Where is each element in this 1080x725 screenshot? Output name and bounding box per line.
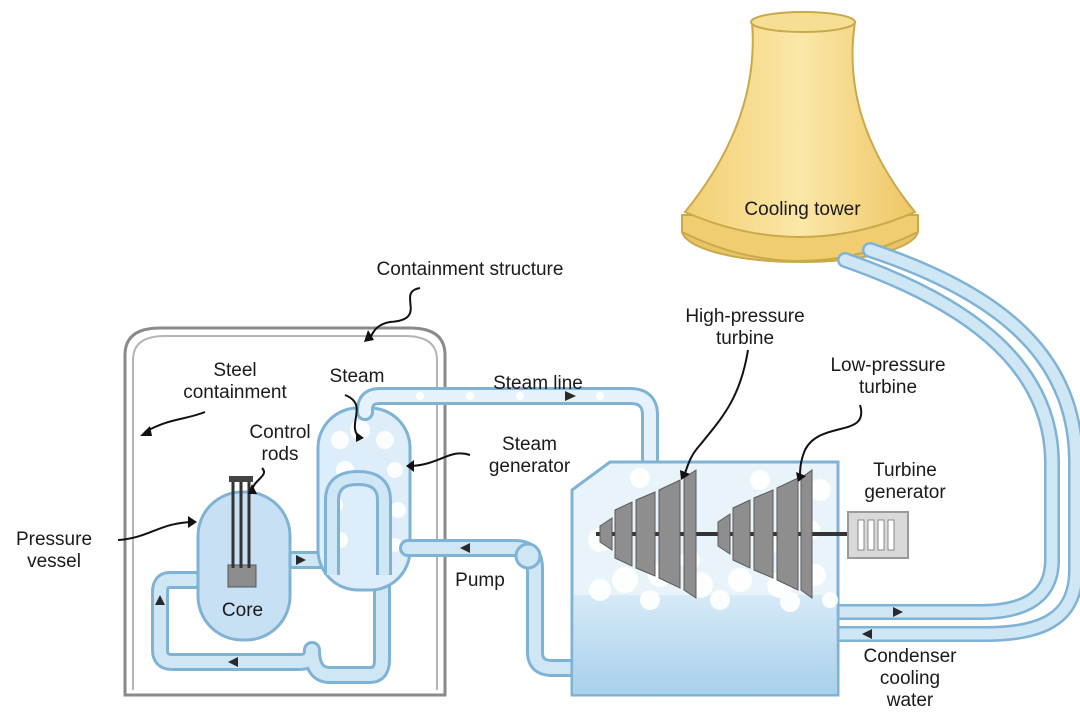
low-pressure-turbine — [717, 469, 813, 599]
pressure-vessel-label: Pressure vessel — [15, 529, 93, 572]
control-rods — [229, 476, 253, 568]
containment-leader — [369, 287, 421, 339]
cooling-tower — [681, 11, 919, 263]
steam-line-arrow — [565, 391, 576, 401]
cooling-tower-label: Cooling tower — [744, 199, 861, 220]
cooling-water-pipes — [737, 242, 1080, 642]
high-pressure-leader — [683, 349, 749, 477]
steel-containment-label: Steel containment — [183, 360, 287, 403]
low-pressure-leader — [799, 404, 863, 479]
containment-structure-label: Containment structure — [376, 259, 564, 280]
steam-generator-leader — [409, 452, 471, 467]
feedwater-arrow — [460, 543, 470, 553]
core-label: Core — [221, 600, 264, 621]
control-rods-label: Control rods — [249, 422, 311, 465]
steam-generator-label: Steam generator — [488, 434, 571, 477]
steam-line-label: Steam line — [493, 373, 583, 394]
low-pressure-turbine-label: Low-pressure turbine — [830, 355, 946, 398]
high-pressure-turbine — [599, 469, 697, 599]
reactor-core — [227, 564, 257, 588]
pressure-vessel-leader — [117, 521, 196, 541]
leader-arrowheads — [140, 330, 806, 528]
steam-label: Steam — [329, 366, 385, 387]
pump-label: Pump — [455, 570, 505, 591]
high-pressure-turbine-label: High-pressure turbine — [685, 306, 805, 349]
turbine-generator — [847, 511, 909, 559]
steam-line — [356, 387, 659, 479]
cooling-flow-arrows — [862, 607, 903, 639]
steel-containment-leader — [144, 411, 206, 433]
pump — [514, 542, 542, 570]
condenser-cooling-water-label: Condenser cooling water — [863, 646, 957, 711]
turbine-generator-label: Turbine generator — [864, 460, 946, 503]
primary-flow-arrows — [155, 555, 306, 667]
